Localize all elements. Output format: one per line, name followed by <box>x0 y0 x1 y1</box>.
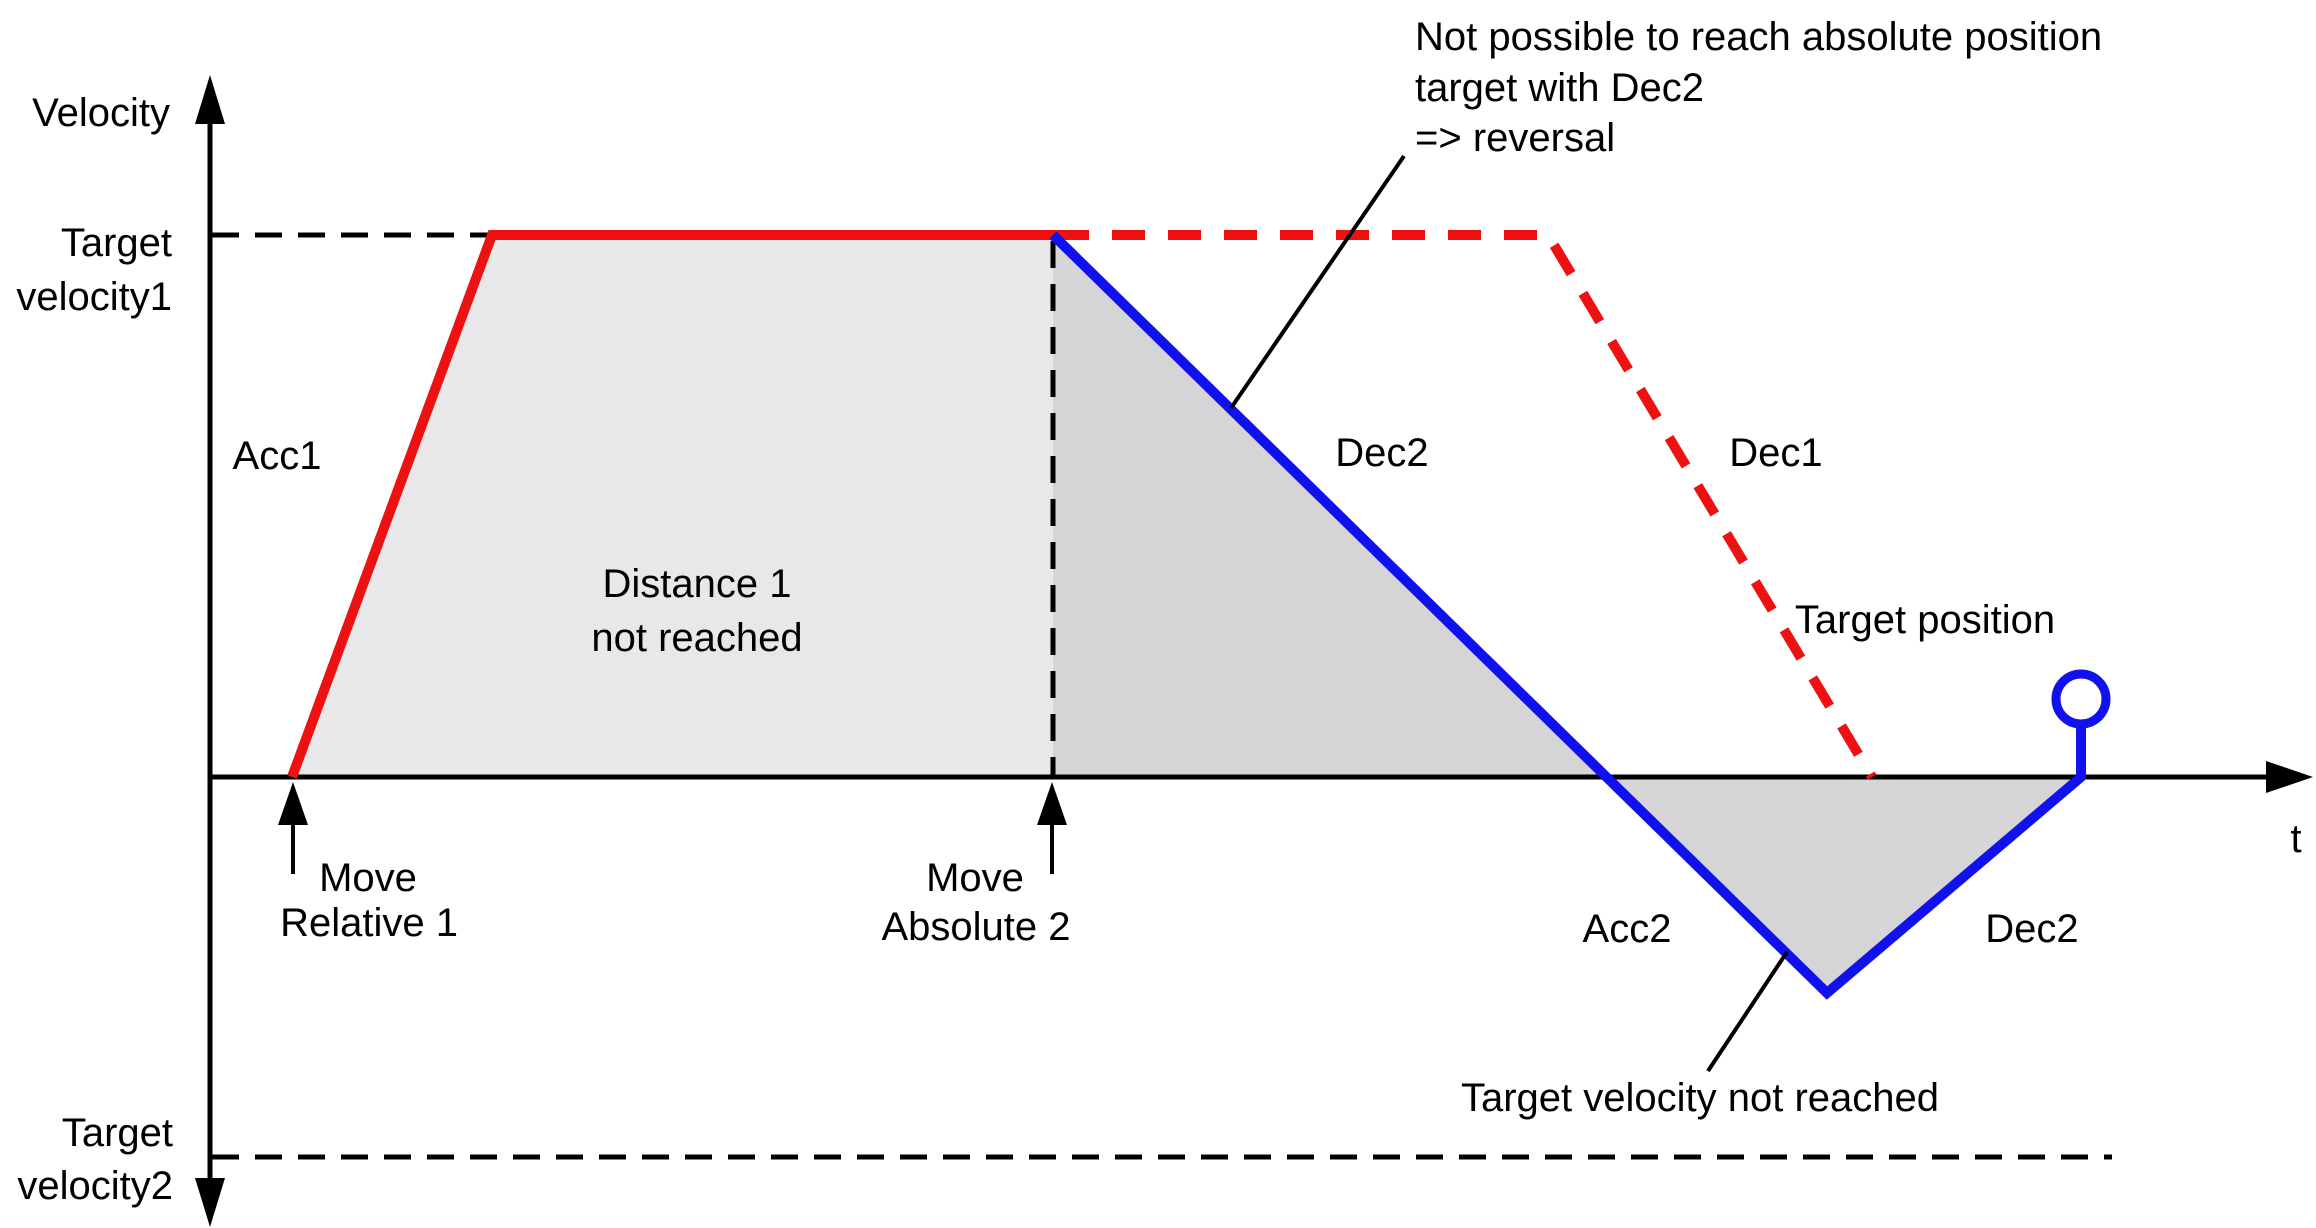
reversal-annotation-line3: => reversal <box>1415 116 1615 160</box>
acc2-label: Acc2 <box>1583 907 1672 951</box>
x-axis-label: t <box>2290 817 2301 861</box>
acc1-ramp-and-plateau-curve <box>287 230 1056 779</box>
target-position-label: Target position <box>1795 598 2055 642</box>
y-axis-down-arrowhead-icon <box>195 1178 225 1227</box>
target-velocity1-label-line2: velocity1 <box>16 275 172 319</box>
reversal-shaded-area <box>1053 235 2081 993</box>
target-velocity1-label-line1: Target <box>61 221 172 265</box>
reversal-annotation-leader-line <box>1229 154 1406 410</box>
dec1-dashed-curve <box>1056 230 1877 780</box>
move-relative1-arrowhead-icon <box>278 782 308 825</box>
target-velocity2-label-line2: velocity2 <box>17 1164 173 1208</box>
velocity-not-reached-leader-line <box>1706 950 1789 1073</box>
distance1-label-line2: not reached <box>591 616 802 660</box>
distance1-shaded-area <box>292 235 1053 777</box>
move-absolute2-label-line2: Absolute 2 <box>881 905 1070 949</box>
move-relative1-label-line1: Move <box>319 856 417 900</box>
distance1-label-line1: Distance 1 <box>603 562 792 606</box>
y-axis-up-arrowhead-icon <box>195 75 225 124</box>
acc1-label: Acc1 <box>233 434 322 478</box>
dec1-label: Dec1 <box>1729 431 1822 475</box>
target-velocity2-label-line1: Target <box>62 1111 173 1155</box>
move-absolute2-label-line1: Move <box>926 856 1024 900</box>
move-relative1-label-line2: Relative 1 <box>280 901 458 945</box>
reversal-curve <box>1049 231 2086 1000</box>
reversal-annotation-line2: target with Dec2 <box>1415 66 1704 110</box>
dec2-lower-label: Dec2 <box>1985 907 2078 951</box>
dec2-upper-label: Dec2 <box>1335 431 1428 475</box>
x-axis-arrowhead-icon <box>2266 761 2313 793</box>
y-axis-label: Velocity <box>32 91 170 135</box>
target-position-marker-icon <box>2051 669 2111 729</box>
velocity-not-reached-label: Target velocity not reached <box>1461 1076 1939 1120</box>
move-absolute2-arrowhead-icon <box>1037 782 1067 825</box>
reversal-annotation-line1: Not possible to reach absolute position <box>1415 15 2102 59</box>
